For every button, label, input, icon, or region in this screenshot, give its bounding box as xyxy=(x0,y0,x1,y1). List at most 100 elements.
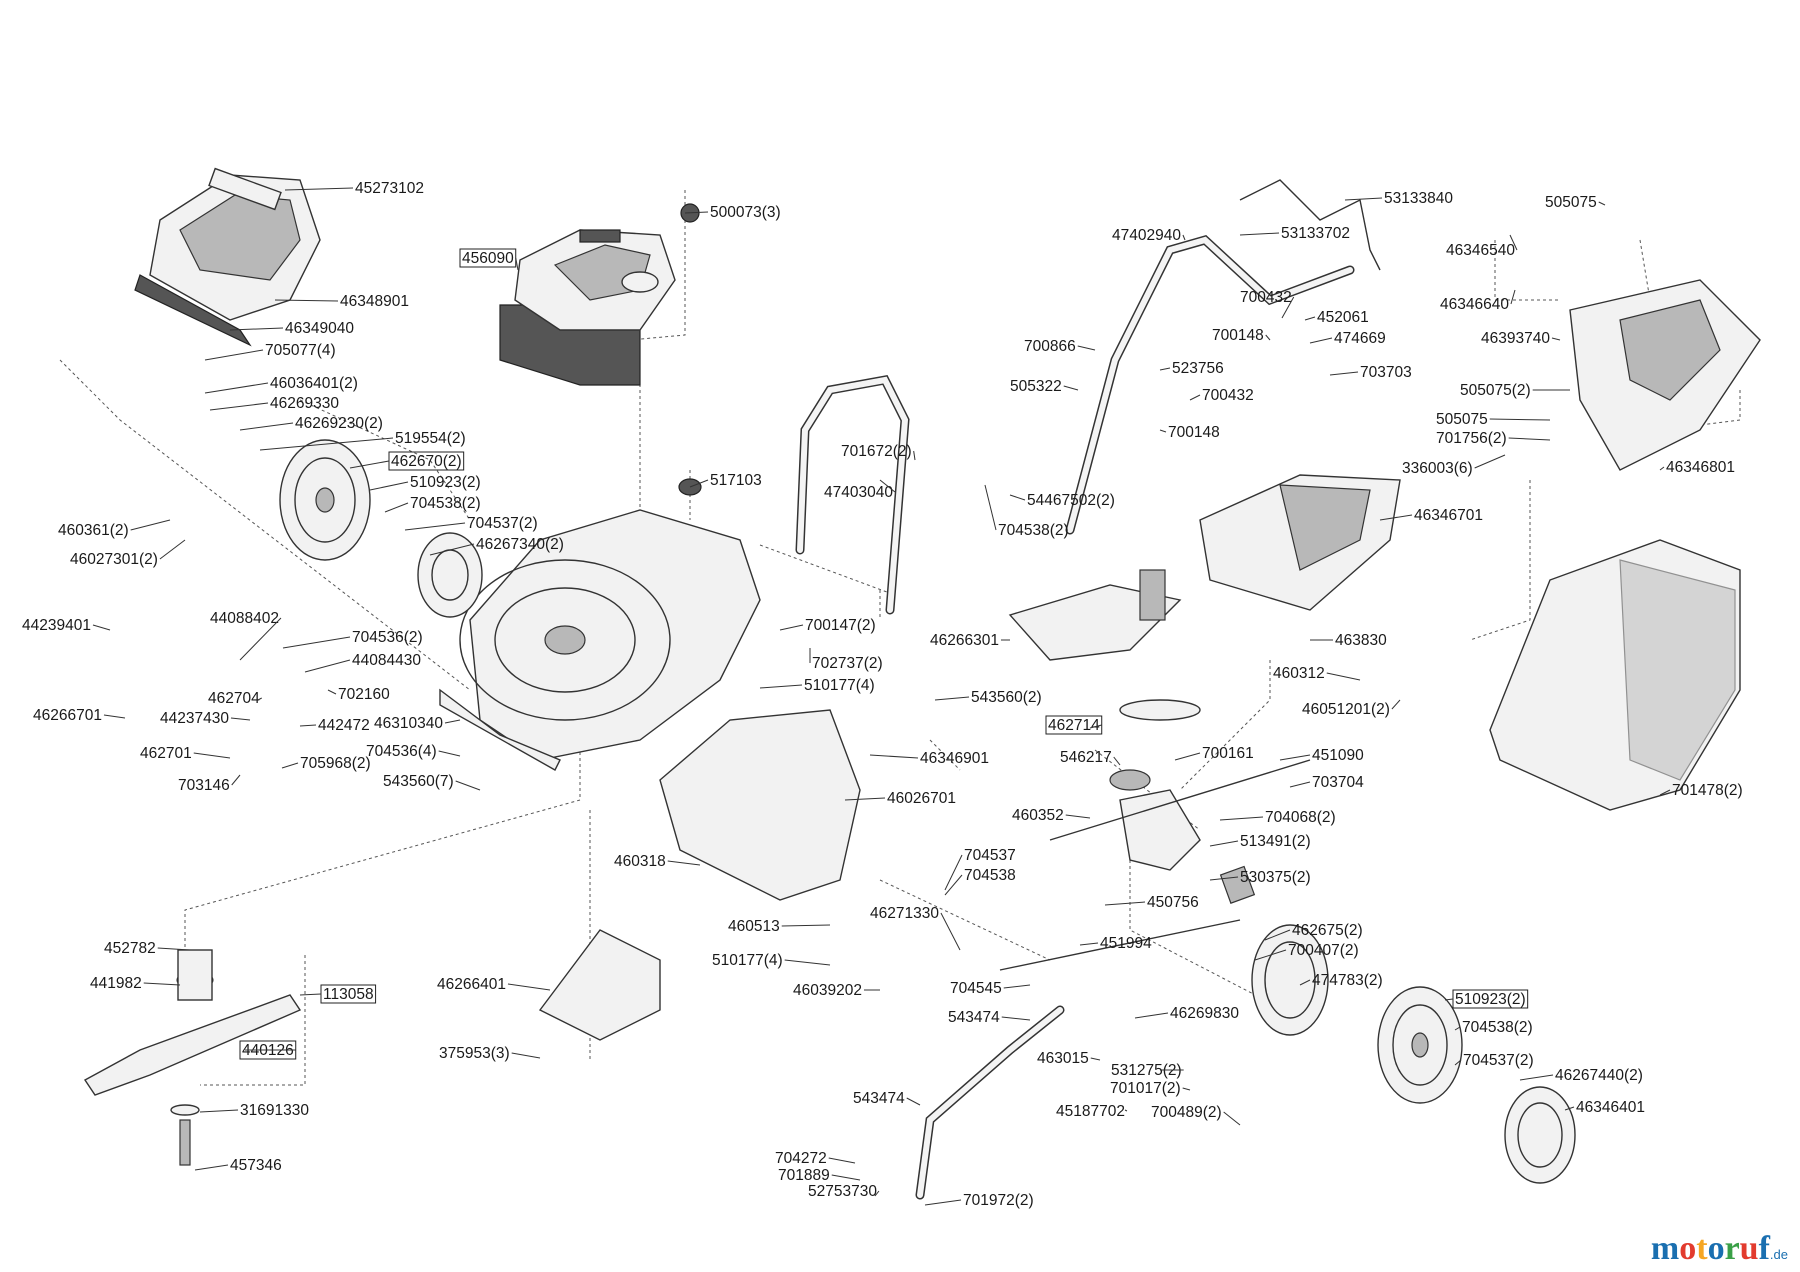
leader-line xyxy=(913,450,916,461)
part-number: 701478(2) xyxy=(1672,782,1743,799)
part-label: 46271330 xyxy=(870,905,961,951)
part-label: 703146 xyxy=(178,774,241,794)
part-number: 462670(2) xyxy=(391,453,462,470)
part-number: 463830 xyxy=(1335,632,1387,649)
leader-line xyxy=(1124,1109,1128,1112)
leader-line xyxy=(1281,296,1295,319)
part-number: 500073(3) xyxy=(710,204,781,221)
part-label: 704536(2) xyxy=(282,629,423,649)
motoruf-logo: motoruf.de xyxy=(1651,1230,1788,1268)
part-number: 46348901 xyxy=(340,293,409,310)
part-label: 46346701 xyxy=(1379,507,1483,524)
part-number: 46027301(2) xyxy=(70,551,158,568)
part-number: 46266401 xyxy=(437,976,506,993)
leader-line xyxy=(157,947,191,951)
leader-line xyxy=(1079,942,1099,946)
part-label: 700147(2) xyxy=(779,617,876,634)
part-number: 46051201(2) xyxy=(1302,701,1390,718)
leader-line xyxy=(299,724,317,727)
part-number: 510923(2) xyxy=(1455,991,1526,1008)
part-number: 704537(2) xyxy=(467,515,538,532)
leader-line xyxy=(159,539,186,560)
leader-line xyxy=(1265,334,1271,341)
part-label: 456090 xyxy=(459,248,519,271)
part-number: 44239401 xyxy=(22,617,91,634)
leader-line xyxy=(204,349,264,361)
part-labels: 452731024634890146349040705077(4)4603640… xyxy=(22,180,1743,1209)
part-label: 543474 xyxy=(853,1090,921,1107)
part-label: 462701 xyxy=(140,745,231,762)
leader-line xyxy=(1209,876,1239,881)
part-label: 510177(4) xyxy=(759,677,875,694)
part-label: 474669 xyxy=(1309,330,1386,347)
part-number: 452782 xyxy=(104,940,156,957)
part-label: 700432 xyxy=(1240,289,1295,319)
part-label: 462714 xyxy=(1045,715,1103,735)
part-label: 452061 xyxy=(1304,309,1369,326)
part-label: 704538(2) xyxy=(384,495,481,513)
leader-line xyxy=(1189,394,1201,401)
part-number: 451994 xyxy=(1100,935,1152,952)
part-number: 442472 xyxy=(318,717,370,734)
part-number: 704538(2) xyxy=(410,495,481,512)
part-number: 505322 xyxy=(1010,378,1062,395)
part-number: 52753730 xyxy=(808,1183,877,1200)
part-label: 510923(2) xyxy=(369,474,481,491)
part-label: 704538(2) xyxy=(1454,1019,1533,1036)
logo-suffix: .de xyxy=(1769,1247,1788,1262)
part-label: 53133702 xyxy=(1239,225,1350,242)
leader-line xyxy=(1219,816,1264,821)
part-number: 460312 xyxy=(1273,665,1325,682)
leader-line xyxy=(304,659,351,673)
leader-line xyxy=(515,257,519,271)
part-label: 704538 xyxy=(944,867,1016,896)
rear-wheel-left xyxy=(279,439,483,618)
part-number: 460318 xyxy=(614,853,666,870)
leader-line xyxy=(274,299,339,302)
grass-bag-frame-and-cover xyxy=(1199,279,1761,611)
part-number: 704537(2) xyxy=(1463,1052,1534,1069)
part-label: 704536(4) xyxy=(366,743,461,760)
part-label: 47403040 xyxy=(824,479,896,501)
logo-letter: f xyxy=(1758,1230,1770,1267)
leader-line xyxy=(284,187,354,191)
leader-line xyxy=(239,422,294,431)
part-label: 336003(6) xyxy=(1402,454,1506,477)
part-number: 700147(2) xyxy=(805,617,876,634)
part-label: 46266301 xyxy=(930,632,1010,649)
leader-line xyxy=(1254,949,1287,961)
part-number: 460352 xyxy=(1012,807,1064,824)
leader-line xyxy=(257,697,262,701)
part-label: 700866 xyxy=(1024,338,1096,355)
part-label: 700161 xyxy=(1174,745,1254,762)
part-label: 700407(2) xyxy=(1254,942,1359,961)
part-label: 543560(2) xyxy=(934,689,1042,706)
leader-line xyxy=(1304,316,1316,321)
part-number: 46271330 xyxy=(870,905,939,922)
part-label: 505075 xyxy=(1436,411,1551,428)
part-label: 44084430 xyxy=(304,652,421,673)
leader-line xyxy=(869,754,919,759)
part-label: 703703 xyxy=(1329,364,1412,381)
part-number: 530375(2) xyxy=(1240,869,1311,886)
logo-letter: o xyxy=(1679,1230,1697,1267)
leader-line xyxy=(384,502,409,513)
engine-cover xyxy=(134,167,321,347)
part-label: 375953(3) xyxy=(439,1045,541,1062)
part-number: 705968(2) xyxy=(300,755,371,772)
logo-letter: m xyxy=(1650,1230,1680,1267)
part-label: 46346801 xyxy=(1659,459,1735,476)
part-number: 546217 xyxy=(1060,749,1112,766)
leader-line xyxy=(924,1199,962,1206)
leader-line xyxy=(1454,1026,1461,1031)
part-number: 47403040 xyxy=(824,484,893,501)
leader-line xyxy=(1003,984,1031,989)
leader-line xyxy=(1182,234,1186,241)
leader-line xyxy=(828,1157,856,1164)
part-number: 46346540 xyxy=(1446,242,1515,259)
part-label: 46267440(2) xyxy=(1519,1067,1643,1084)
leader-line xyxy=(130,519,171,531)
part-label: 460318 xyxy=(614,853,701,870)
part-number: 702737(2) xyxy=(812,655,883,672)
part-number: 462675(2) xyxy=(1292,922,1363,939)
